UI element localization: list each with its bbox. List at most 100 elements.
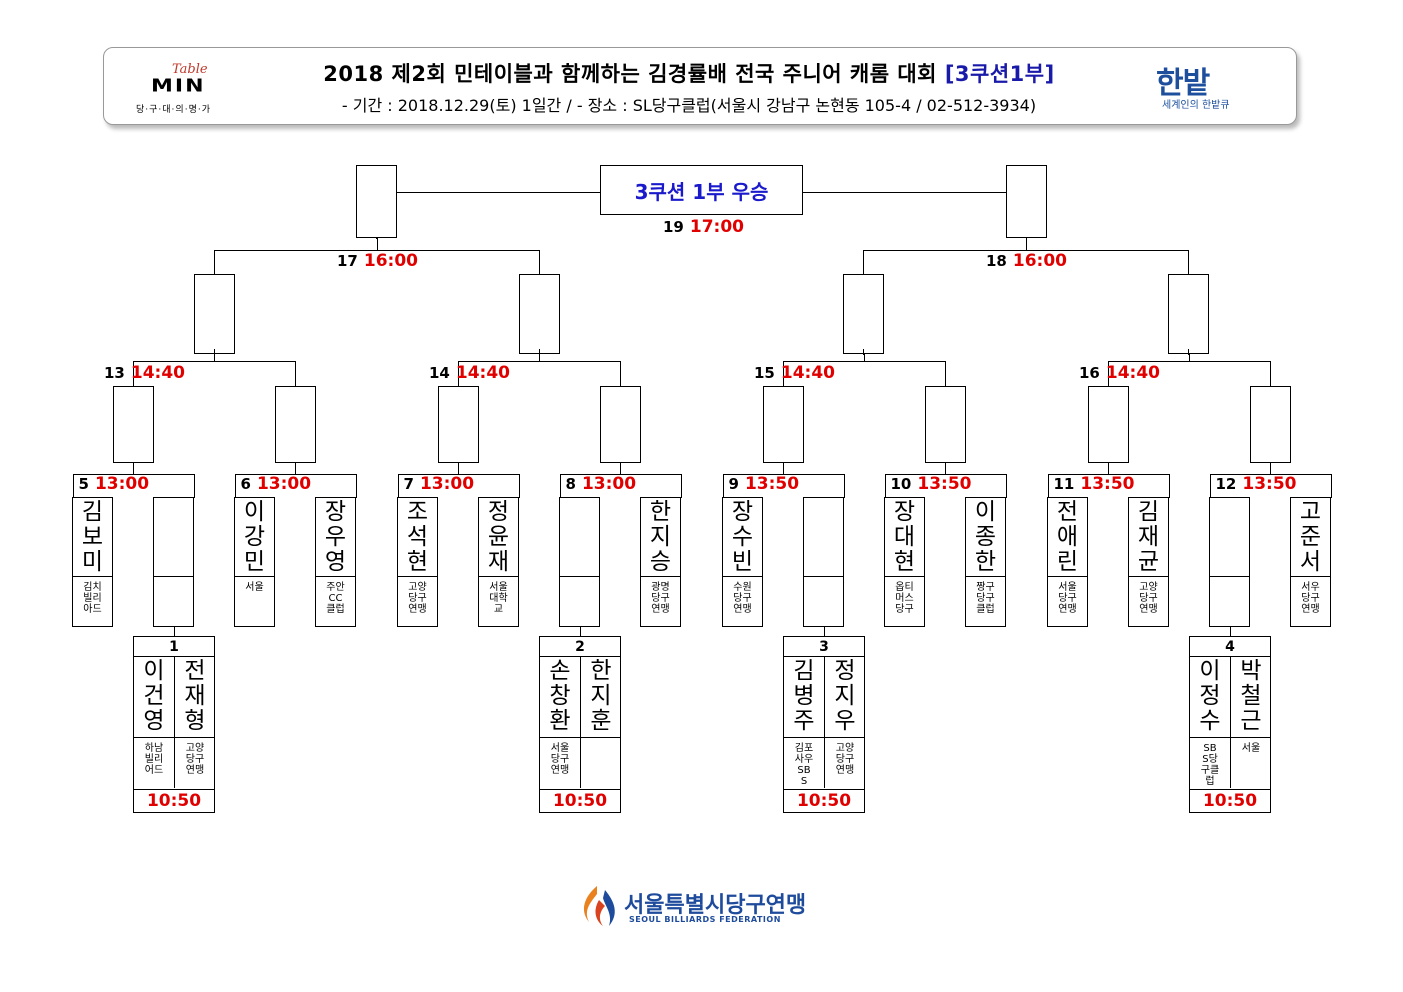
match-number: 15 xyxy=(754,364,775,382)
match-time: 13:00 xyxy=(94,474,150,494)
bracket-line xyxy=(843,474,845,498)
player-card[interactable] xyxy=(803,497,844,627)
match-time: 13:50 xyxy=(1080,474,1135,494)
winner-box-qf[interactable] xyxy=(843,274,884,354)
event-subtitle: - 기간 : 2018.12.29(토) 1일간 / - 장소 : SL당구클럽… xyxy=(341,96,1037,115)
match-time: 17:00 xyxy=(689,217,744,237)
card-divider xyxy=(175,737,215,738)
player-card[interactable] xyxy=(1209,497,1250,627)
winner-box-qf[interactable] xyxy=(194,274,235,354)
prelim-number: 3 xyxy=(819,639,829,655)
federation-name: 서울특별시당구연맹 xyxy=(624,893,807,918)
winner-box-r16[interactable] xyxy=(1250,386,1291,463)
match-number: 14 xyxy=(429,364,450,382)
bracket-line xyxy=(133,361,134,387)
match-time: 14:40 xyxy=(130,363,185,383)
bracket-line xyxy=(620,361,621,387)
match-number: 7 xyxy=(403,475,414,493)
divider xyxy=(540,656,620,657)
match-number: 19 xyxy=(663,218,684,236)
winner-box-qf[interactable] xyxy=(519,274,560,354)
prelim-time: 10:50 xyxy=(796,791,852,811)
bracket-line xyxy=(397,474,399,498)
card-divider xyxy=(1291,576,1330,577)
title-text: 2018 제2회 민테이블과 함께하는 김경률배 전국 주니어 캐롬 대회 xyxy=(323,62,938,86)
bracket-line xyxy=(783,462,784,475)
champion-box: 3쿠션 1부 우승 xyxy=(600,165,803,215)
card-divider xyxy=(560,576,599,577)
card-divider xyxy=(134,737,174,738)
match-number: 18 xyxy=(986,252,1007,270)
bracket-line xyxy=(863,349,864,355)
card-divider xyxy=(966,576,1005,577)
divider xyxy=(1190,789,1270,790)
winner-box-r16[interactable] xyxy=(1088,386,1129,463)
card-divider xyxy=(1231,737,1271,738)
bracket-line xyxy=(72,474,74,498)
bracket-line xyxy=(620,462,621,464)
logo-name-text: MIN xyxy=(151,76,206,97)
federation-name-en: SEOUL BILLIARDS FEDERATION xyxy=(629,915,781,924)
title-tag: [3쿠션1부] xyxy=(944,62,1055,86)
winner-box-r16[interactable] xyxy=(925,386,966,463)
winner-box-r16[interactable] xyxy=(113,386,154,463)
divider xyxy=(134,656,214,657)
card-divider xyxy=(1210,576,1249,577)
winner-box-r16[interactable] xyxy=(763,386,804,463)
card-divider xyxy=(235,576,274,577)
bracket-line xyxy=(539,250,540,275)
card-divider xyxy=(641,576,680,577)
winner-box-sf[interactable] xyxy=(1006,165,1047,238)
bracket-line xyxy=(133,462,134,475)
bracket-line xyxy=(214,349,215,355)
federation-logo xyxy=(575,880,835,930)
bracket-line xyxy=(518,474,520,498)
winner-box-qf[interactable] xyxy=(1168,274,1209,354)
player-card[interactable] xyxy=(559,497,600,627)
winner-box-r16[interactable] xyxy=(275,386,316,463)
bracket-line xyxy=(377,238,378,251)
card-divider xyxy=(73,576,112,577)
match-time: 16:00 xyxy=(363,251,418,271)
bracket-line xyxy=(863,250,864,275)
player-card[interactable] xyxy=(153,497,194,627)
winner-box-sf[interactable] xyxy=(356,165,397,238)
winner-box-r16[interactable] xyxy=(600,386,641,463)
prelim-number: 4 xyxy=(1225,639,1235,655)
bracket-line xyxy=(355,474,357,498)
bracket-line xyxy=(783,462,784,464)
bracket-line xyxy=(397,192,601,193)
winner-box-r16[interactable] xyxy=(438,386,479,463)
match-time: 13:00 xyxy=(419,474,475,494)
bracket-line xyxy=(884,474,886,498)
